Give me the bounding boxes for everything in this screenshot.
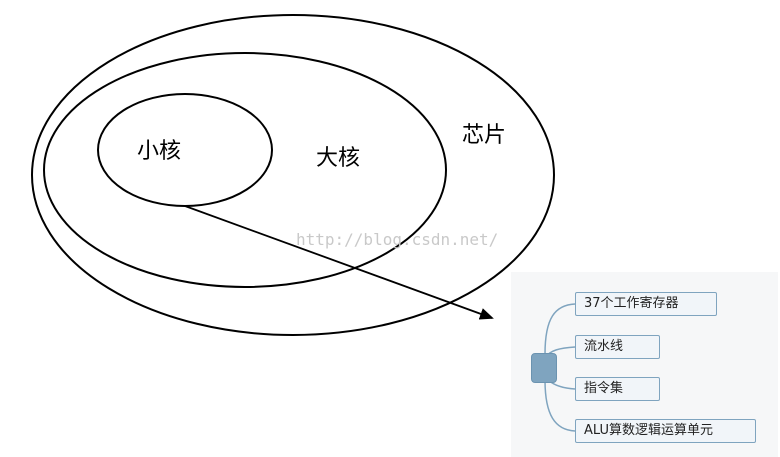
chip-ellipse bbox=[31, 14, 555, 336]
mindmap-node-pipeline[interactable]: 流水线 bbox=[575, 335, 660, 359]
pointer-arrow bbox=[184, 205, 494, 320]
mindmap-node-registers[interactable]: 37个工作寄存器 bbox=[575, 292, 717, 316]
big-core-label: 大核 bbox=[316, 146, 361, 171]
watermark: http://blog.csdn.net/ bbox=[296, 230, 499, 249]
mindmap-root-node[interactable] bbox=[531, 353, 557, 383]
mindmap-branch-line-4 bbox=[544, 379, 576, 432]
mindmap-node-instruction-set[interactable]: 指令集 bbox=[575, 377, 660, 401]
chip-label: 芯片 bbox=[462, 123, 507, 148]
small-core-label: 小核 bbox=[137, 139, 182, 164]
mindmap-node-alu[interactable]: ALU算数逻辑运算单元 bbox=[575, 419, 756, 443]
big-core-ellipse bbox=[43, 52, 447, 288]
mindmap-branch-line-1 bbox=[544, 303, 576, 355]
